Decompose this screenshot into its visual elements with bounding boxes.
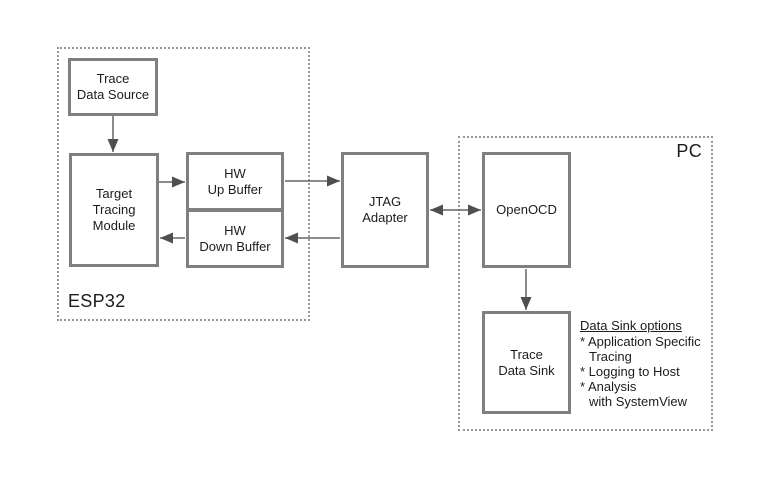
- node-trace-data-source: Trace Data Source: [68, 58, 158, 116]
- container-esp32: ESP32: [57, 47, 310, 321]
- node-jtag-adapter: JTAG Adapter: [341, 152, 429, 268]
- node-trace-data-source-label: Trace Data Source: [76, 71, 150, 102]
- node-hw-down-buffer: HW Down Buffer: [186, 209, 284, 268]
- node-target-tracing-module: Target Tracing Module: [69, 153, 159, 267]
- node-jtag-adapter-label: JTAG Adapter: [362, 194, 408, 225]
- node-trace-data-sink: Trace Data Sink: [482, 311, 571, 414]
- container-pc-label: PC: [676, 141, 702, 161]
- note-line: * Analysis: [580, 379, 637, 394]
- node-hw-up-buffer-label: HW Up Buffer: [207, 165, 263, 197]
- container-pc: PC: [458, 136, 713, 431]
- node-target-tracing-module-label: Target Tracing Module: [92, 186, 136, 233]
- note-line: Tracing: [589, 349, 632, 364]
- note-data-sink-options: Data Sink options * Application Specific…: [580, 318, 720, 409]
- note-line: with SystemView: [589, 394, 688, 409]
- note-line: * Application Specific: [580, 334, 701, 349]
- node-hw-down-buffer-label: HW Down Buffer: [199, 222, 271, 254]
- note-title: Data Sink options: [580, 318, 682, 333]
- container-esp32-label: ESP32: [68, 291, 126, 311]
- note-line: * Logging to Host: [580, 364, 680, 379]
- node-trace-data-sink-label: Trace Data Sink: [498, 346, 555, 378]
- node-openocd: OpenOCD: [482, 152, 571, 268]
- node-openocd-label: OpenOCD: [496, 202, 557, 217]
- node-hw-up-buffer: HW Up Buffer: [186, 152, 284, 211]
